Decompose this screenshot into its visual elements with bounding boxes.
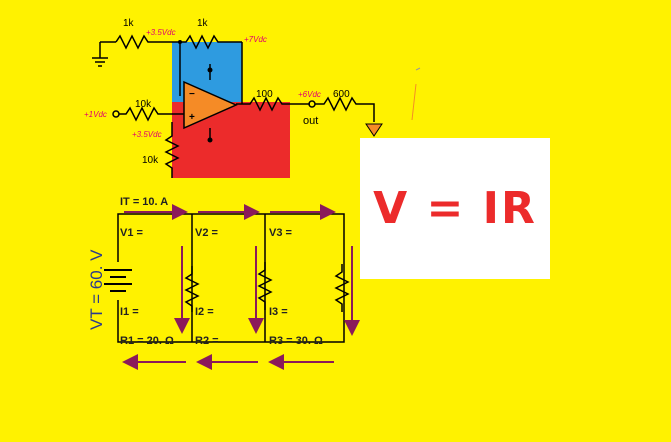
source-voltage-label: VT = 60. V xyxy=(87,249,106,330)
opamp-minus: − xyxy=(189,89,195,100)
r-load-label: 600 xyxy=(333,89,350,100)
total-current-label: IT = 10. A xyxy=(120,196,168,208)
r-input-label: 10k xyxy=(135,99,152,110)
v-input-label: +1Vdc xyxy=(84,110,107,119)
resistor-top-left xyxy=(115,34,180,50)
resistor-to-ground xyxy=(164,122,180,178)
resistor-load xyxy=(315,96,375,122)
circuit-frame xyxy=(117,213,345,343)
resistor-r1 xyxy=(184,266,200,312)
r-top-left-label: 1k xyxy=(123,18,135,29)
resistor-output xyxy=(236,96,310,112)
branch3-current: I3 = xyxy=(269,306,288,318)
ground-symbol-left xyxy=(92,41,116,67)
stray-mark xyxy=(411,83,417,121)
branch2-current: I2 = xyxy=(195,306,214,318)
v-top-right-label: +7Vdc xyxy=(244,35,267,44)
resistor-top-right xyxy=(180,34,242,50)
branch3-resistance: R3 = 30. Ω xyxy=(269,335,323,347)
resistor-r2 xyxy=(257,262,273,310)
resistor-r3 xyxy=(334,264,350,312)
branch2-resistance: R2 = xyxy=(195,335,219,347)
opamp-plus: + xyxy=(189,112,195,123)
branch1-voltage: V1 = xyxy=(120,227,143,239)
equation-box: V = IR xyxy=(360,138,550,279)
r-ground-label: 10k xyxy=(142,155,159,166)
v-plus-node-label: +3.5Vdc xyxy=(132,130,162,139)
r-output-label: 100 xyxy=(256,89,273,100)
branch3-voltage: V3 = xyxy=(269,227,292,239)
ohms-law-equation: V = IR xyxy=(373,183,537,234)
branch2-voltage: V2 = xyxy=(195,227,218,239)
parallel-circuit: VT = 60. V IT = 10. A V1 = V2 = V3 = I1 … xyxy=(87,196,360,370)
branch1-resistance: R1 = 20. Ω xyxy=(120,335,174,347)
opamp-triangle xyxy=(183,80,238,130)
opamp-circuit: 1k +3.5Vdc 1k +7Vdc +1Vdc 10k +3.5Vdc 10… xyxy=(84,18,421,178)
input-terminal xyxy=(112,110,120,118)
r-top-right-label: 1k xyxy=(197,18,209,29)
v-mid-top-label: +3.5Vdc xyxy=(146,28,176,37)
resistor-input xyxy=(119,106,184,122)
out-label: out xyxy=(303,115,318,127)
ground-symbol-right xyxy=(365,123,383,137)
branch1-current: I1 = xyxy=(120,306,139,318)
v-out-node-label: +6Vdc xyxy=(298,90,321,99)
